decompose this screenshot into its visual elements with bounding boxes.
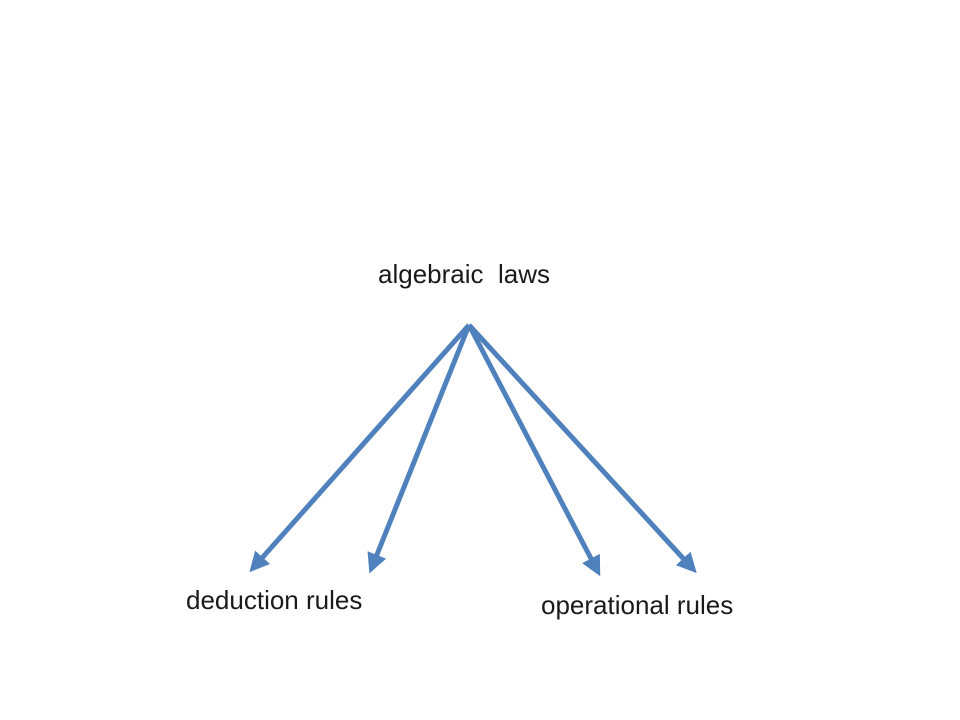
arrow-to-operational-rules-right [467,323,697,574]
arrow-to-operational-rules-left [466,323,601,577]
child-node-label-operational: operational rules [541,590,734,620]
root-node-label: algebraic laws [378,259,550,289]
child-node-label-deduction: deduction rules [186,585,363,615]
arrow-to-deduction-rules-left [249,323,471,573]
arrow-to-deduction-rules-right [367,324,472,574]
